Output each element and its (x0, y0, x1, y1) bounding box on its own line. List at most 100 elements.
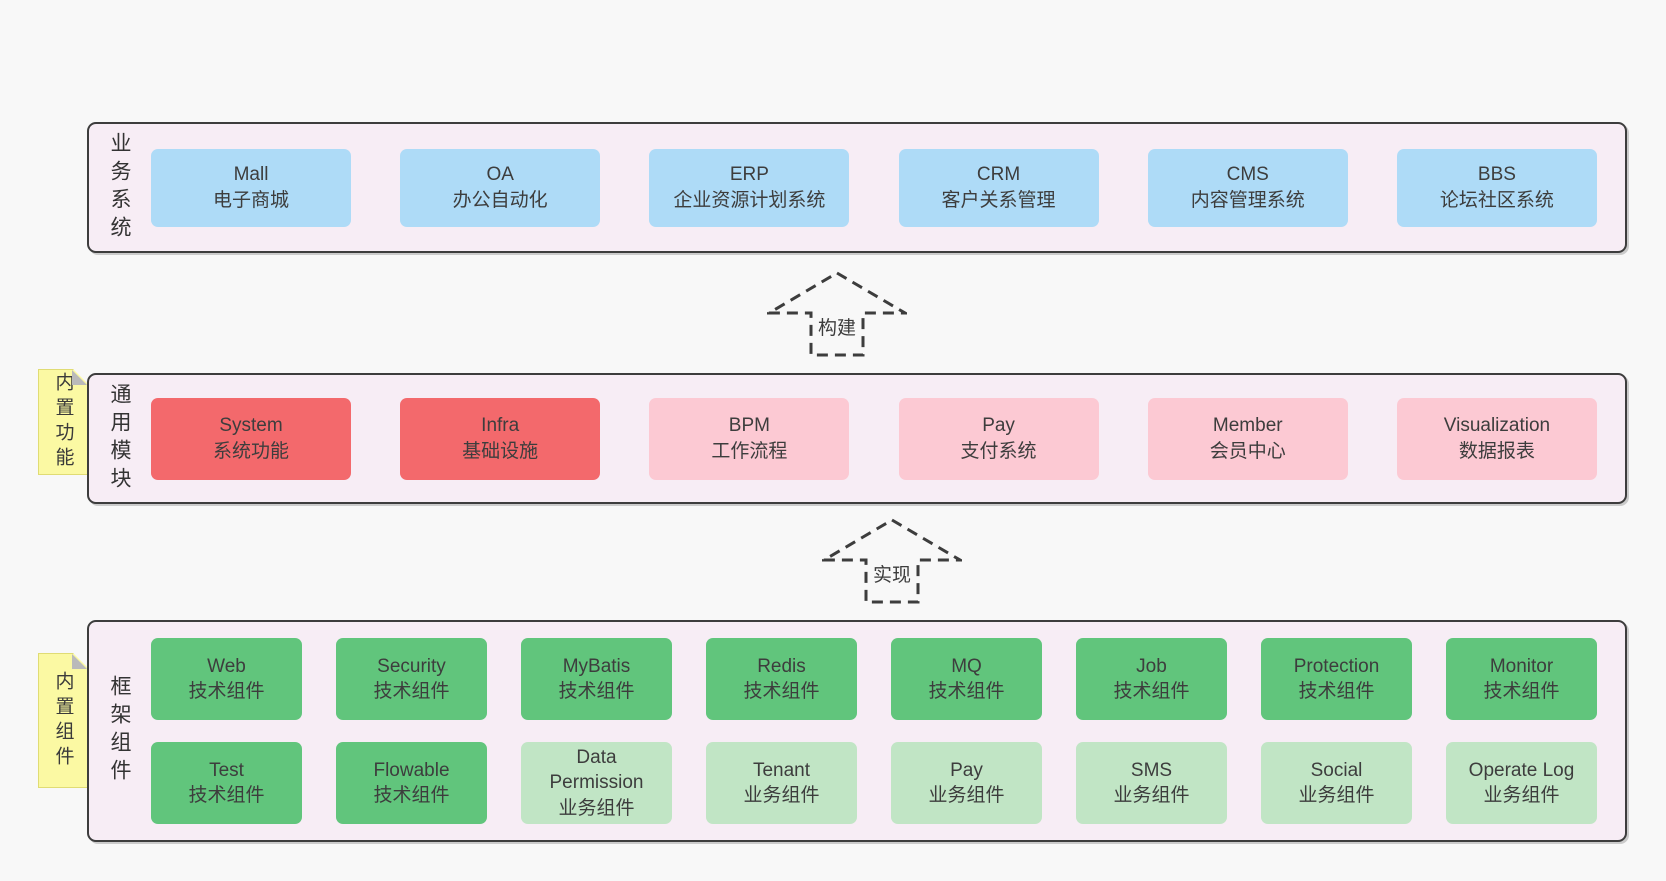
box-title: BBS (1477, 164, 1516, 186)
box-cms: CMS 内容管理系统 (1147, 148, 1348, 227)
box-subtitle: 论坛社区系统 (1439, 189, 1554, 211)
box-title: OA (486, 164, 514, 186)
box-title: Pay (982, 415, 1015, 437)
box-mybatis: MyBatis 技术组件 (521, 638, 672, 720)
box-title: Pay (950, 759, 983, 781)
box-title: Job (1136, 655, 1167, 677)
modules-layer-label: 通用模块 (108, 382, 131, 495)
box-subtitle: 业务组件 (1113, 785, 1190, 806)
layer-common-modules: 通用模块 System 系统功能 Infra 基础设施 BPM 工作流程 Pay… (87, 373, 1627, 504)
box-subtitle: 工作流程 (711, 440, 788, 462)
box-subtitle: 业务组件 (928, 785, 1005, 806)
box-crm: CRM 客户关系管理 (898, 148, 1099, 227)
box-protection: Protection 技术组件 (1261, 638, 1412, 720)
box-title: Visualization (1443, 415, 1551, 437)
box-subtitle: 技术组件 (743, 681, 820, 702)
box-bbs: BBS 论坛社区系统 (1396, 148, 1597, 227)
box-system: System 系统功能 (151, 397, 351, 480)
box-subtitle: 业务组件 (743, 785, 820, 806)
box-oa: OA 办公自动化 (400, 148, 601, 227)
box-monitor: Monitor 技术组件 (1446, 638, 1597, 720)
box-bpm: BPM 工作流程 (649, 397, 850, 480)
box-title: MyBatis (562, 655, 631, 677)
box-flowable: Flowable 技术组件 (336, 742, 487, 824)
box-title: Monitor (1489, 655, 1554, 677)
box-subtitle: 系统功能 (212, 440, 289, 462)
box-title: Social (1310, 759, 1363, 781)
box-subtitle: 企业资源计划系统 (673, 189, 826, 211)
box-title: Flowable (373, 759, 450, 781)
box-tenant: Tenant 业务组件 (706, 742, 857, 824)
box-title: SMS (1130, 759, 1173, 781)
box-subtitle: 技术组件 (928, 681, 1005, 702)
box-subtitle: 会员中心 (1209, 440, 1286, 462)
box-title: CMS (1226, 164, 1269, 186)
box-subtitle: 技术组件 (373, 681, 450, 702)
box-subtitle: 客户关系管理 (941, 189, 1056, 211)
box-title: Test (209, 759, 244, 781)
box-member: Member 会员中心 (1147, 397, 1348, 480)
box-subtitle: 技术组件 (1483, 681, 1560, 702)
box-subtitle: 电子商城 (212, 189, 289, 211)
box-subtitle: 内容管理系统 (1190, 189, 1305, 211)
arrow-build: 构建 (767, 271, 907, 357)
box-pay: Pay 支付系统 (898, 397, 1099, 480)
box-subtitle: 数据报表 (1458, 440, 1535, 462)
note-text: 内置组件 (52, 670, 74, 771)
box-title: Member (1212, 415, 1283, 437)
box-operate-log: Operate Log 业务组件 (1446, 742, 1597, 824)
layer-business-systems: 业务系统 Mall 电子商城 OA 办公自动化 ERP 企业资源计划系统 CRM… (87, 122, 1627, 253)
box-test: Test 技术组件 (151, 742, 302, 824)
box-subtitle: 技术组件 (1113, 681, 1190, 702)
box-sms: SMS 业务组件 (1076, 742, 1227, 824)
box-erp: ERP 企业资源计划系统 (649, 148, 850, 227)
box-subtitle: 技术组件 (1298, 681, 1375, 702)
box-redis: Redis 技术组件 (706, 638, 857, 720)
box-title: Tenant (752, 759, 811, 781)
box-subtitle: 业务组件 (558, 797, 635, 819)
arrow-implement-label: 实现 (869, 560, 915, 587)
box-subtitle: 技术组件 (373, 785, 450, 806)
box-subtitle: 支付系统 (960, 440, 1037, 462)
box-job: Job 技术组件 (1076, 638, 1227, 720)
box-subtitle: 办公自动化 (452, 189, 548, 211)
box-title: System (219, 415, 283, 437)
box-title: MQ (951, 655, 982, 677)
box-subtitle: 技术组件 (188, 785, 265, 806)
layer-framework-components: 框架组件 Web 技术组件 Security 技术组件 MyBatis 技术组件… (87, 620, 1627, 842)
box-subtitle: 技术组件 (188, 681, 265, 702)
framework-row-1: Web 技术组件 Security 技术组件 MyBatis 技术组件 Redi… (151, 638, 1597, 720)
box-subtitle: 业务组件 (1483, 785, 1560, 806)
box-security: Security 技术组件 (336, 638, 487, 720)
box-title: BPM (728, 415, 770, 437)
note-text: 内置功能 (52, 372, 74, 472)
arrow-implement: 实现 (822, 518, 962, 604)
box-title: CRM (976, 164, 1021, 186)
box-title: Mall (233, 164, 269, 186)
box-social: Social 业务组件 (1261, 742, 1412, 824)
box-title: Infra (481, 415, 520, 437)
framework-row-2: Test 技术组件 Flowable 技术组件 Data Permission … (151, 742, 1597, 824)
box-title: Redis (757, 655, 806, 677)
business-layer-label: 业务系统 (108, 131, 131, 244)
box-visualization: Visualization 数据报表 (1396, 397, 1597, 480)
box-subtitle: 业务组件 (1298, 785, 1375, 806)
box-pay-business: Pay 业务组件 (891, 742, 1042, 824)
business-boxes-row: Mall 电子商城 OA 办公自动化 ERP 企业资源计划系统 CRM 客户关系… (151, 148, 1597, 227)
box-web: Web 技术组件 (151, 638, 302, 720)
box-title: Security (377, 655, 446, 677)
box-title: Operate Log (1468, 759, 1575, 781)
box-title: ERP (729, 164, 769, 186)
box-mq: MQ 技术组件 (891, 638, 1042, 720)
box-title: Web (207, 655, 246, 677)
up-arrow-icon (767, 271, 907, 357)
note-built-in-features: 内置功能 (38, 369, 88, 475)
modules-boxes-row: System 系统功能 Infra 基础设施 BPM 工作流程 Pay 支付系统… (151, 397, 1597, 480)
framework-layer-label: 框架组件 (108, 675, 131, 787)
box-subtitle: 基础设施 (462, 440, 539, 462)
box-data-permission: Data Permission 业务组件 (521, 742, 672, 824)
arrow-build-label: 构建 (814, 313, 860, 340)
box-title: Data Permission (549, 747, 644, 794)
box-infra: Infra 基础设施 (400, 397, 601, 480)
